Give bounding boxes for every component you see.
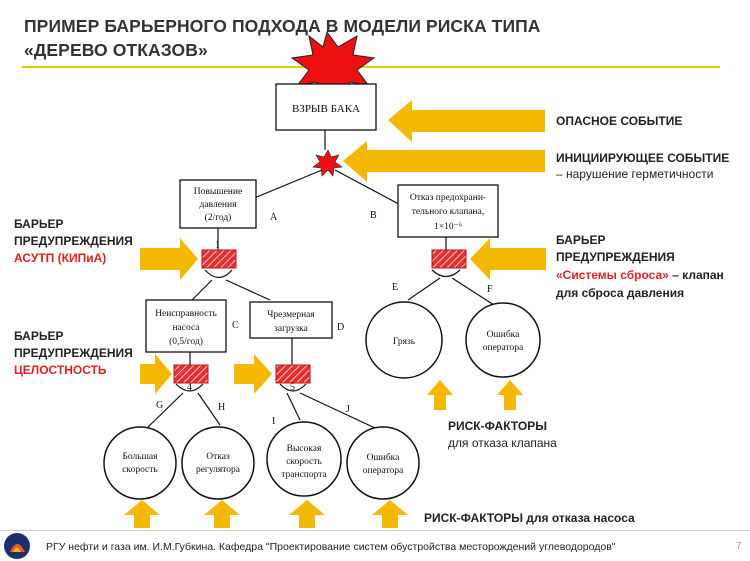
arrow-left-hazard	[388, 100, 545, 142]
op-error1-text-2: оператора	[483, 343, 524, 353]
university-logo	[4, 533, 30, 559]
slide-title: ПРИМЕР БАРЬЕРНОГО ПОДХОДА В МОДЕЛИ РИСКА…	[24, 14, 584, 62]
transport-text-3: транспорта	[281, 470, 327, 480]
pressure-text-1: Повышение	[194, 187, 242, 197]
node-regulator-failure	[181, 426, 255, 500]
arrow-up-risk-valve-1	[427, 380, 453, 410]
label-barrier-left1-3: АСУТП (КИПиА)	[14, 251, 107, 265]
valve-text-2: тельного клапана,	[412, 207, 484, 217]
label-barrier-right-3-red: «Системы сброса»	[556, 268, 669, 282]
node-operator-error-pump	[346, 426, 420, 500]
op-error1-text-1: Ошибка	[487, 329, 521, 340]
letter-i: I	[272, 416, 275, 427]
gate-number-1: 1	[215, 240, 220, 251]
label-risk-valve-2: для отказа клапана	[448, 436, 557, 450]
letter-a: A	[270, 212, 278, 223]
title-line-1: ПРИМЕР БАРЬЕРНОГО ПОДХОДА В МОДЕЛИ РИСКА…	[24, 16, 541, 36]
label-initiating-event-2: – нарушение герметичности	[556, 167, 714, 181]
node-tank-explosion	[275, 83, 377, 131]
title-line-2: «ДЕРЕВО ОТКАЗОВ»	[24, 40, 208, 60]
letter-g: G	[156, 400, 163, 411]
label-barrier-left1-2: ПРЕДУПРЕЖДЕНИЯ	[14, 234, 133, 248]
label-risk-pump: РИСК-ФАКТОРЫ для отказа насоса	[424, 511, 635, 525]
barrier-box-asutp	[201, 249, 237, 269]
overload-text-2: загрузка	[274, 324, 308, 334]
footer-text: РГУ нефти и газа им. И.М.Губкина. Кафедр…	[46, 541, 616, 553]
label-barrier-left2-1: БАРЬЕР	[14, 329, 64, 343]
label-barrier-right-4: для сброса давления	[556, 286, 685, 300]
label-hazard-event: ОПАСНОЕ СОБЫТИЕ	[556, 114, 683, 128]
initiating-burst-icon	[312, 149, 343, 177]
pump-text-2: насоса	[172, 323, 200, 333]
dirt-text: Грязь	[393, 337, 416, 347]
letter-h: H	[218, 402, 225, 413]
node-overload	[249, 301, 333, 339]
regulator-text-1: Отказ	[206, 452, 230, 462]
arrow-up-risk-pump-3	[289, 500, 325, 528]
overload-text-1: Чрезмерная	[267, 310, 315, 320]
label-barrier-right-1: БАРЬЕР	[556, 233, 606, 247]
transport-text-2: скорость	[286, 457, 322, 467]
letter-d: D	[337, 322, 344, 333]
valve-text-3: 1×10⁻⁶	[434, 222, 462, 232]
footer-divider	[0, 530, 750, 531]
label-barrier-left2-2: ПРЕДУПРЕЖДЕНИЯ	[14, 346, 133, 360]
gate-number-5: 5	[290, 382, 295, 393]
letter-f: F	[487, 284, 493, 295]
arrow-right-integrity-2	[234, 354, 272, 394]
arrow-up-risk-pump-2	[204, 500, 240, 528]
node-dirt	[365, 301, 443, 379]
node-pressure-increase	[179, 179, 257, 229]
gate-number-4: 4	[187, 382, 192, 393]
arrow-up-risk-valve-2	[497, 380, 523, 410]
op-error2-text-2: оператора	[363, 466, 404, 476]
label-barrier-right-2: ПРЕДУПРЕЖДЕНИЯ	[556, 250, 675, 264]
node-transport-speed	[266, 421, 342, 497]
node-valve-failure	[397, 184, 499, 238]
op-error2-text-1: Ошибка	[367, 452, 401, 463]
barrier-box-integrity-2	[275, 364, 311, 384]
regulator-text-2: регулятора	[196, 465, 241, 475]
label-initiating-event-1: ИНИЦИИРУЮЩЕЕ СОБЫТИЕ	[556, 151, 730, 165]
arrow-left-initiating	[343, 141, 545, 182]
letter-b: B	[370, 210, 377, 221]
node-operator-error-valve	[465, 302, 541, 378]
arrow-up-risk-pump-1	[124, 500, 160, 528]
arrow-right-integrity-1	[140, 354, 172, 394]
label-risk-valve-1: РИСК-ФАКТОРЫ	[448, 419, 547, 433]
node-pump-failure	[145, 299, 227, 353]
speed-text-1: Большая	[122, 452, 158, 462]
pressure-text-3: (2/год)	[205, 212, 232, 223]
arrow-up-risk-pump-4	[372, 500, 408, 528]
pressure-text-2: давления	[200, 200, 238, 210]
pump-text-1: Неисправность	[155, 309, 217, 319]
label-barrier-left1-1: БАРЬЕР	[14, 217, 64, 231]
barrier-box-relief	[431, 249, 467, 269]
arrow-left-relief	[470, 238, 546, 280]
pump-text-3: (0,5/год)	[169, 336, 203, 347]
title-underline	[22, 66, 720, 68]
label-barrier-right-3-rest: – клапан	[668, 268, 724, 282]
barrier-box-integrity-1	[173, 364, 209, 384]
letter-j: J	[346, 404, 350, 415]
label-barrier-left2-3: ЦЕЛОСТНОСТЬ	[14, 363, 107, 377]
node-top-text: ВЗРЫВ БАКА	[292, 103, 360, 115]
page-number: 7	[736, 541, 742, 552]
letter-c: C	[232, 320, 239, 331]
speed-text-2: скорость	[122, 465, 158, 475]
valve-text-1: Отказ предохрани-	[410, 193, 486, 203]
arrow-right-asutp	[140, 238, 198, 280]
letter-e: E	[392, 282, 398, 293]
node-high-speed	[103, 426, 177, 500]
label-barrier-right-3: «Системы сброса» – клапан	[556, 267, 724, 283]
transport-text-1: Высокая	[287, 444, 322, 454]
